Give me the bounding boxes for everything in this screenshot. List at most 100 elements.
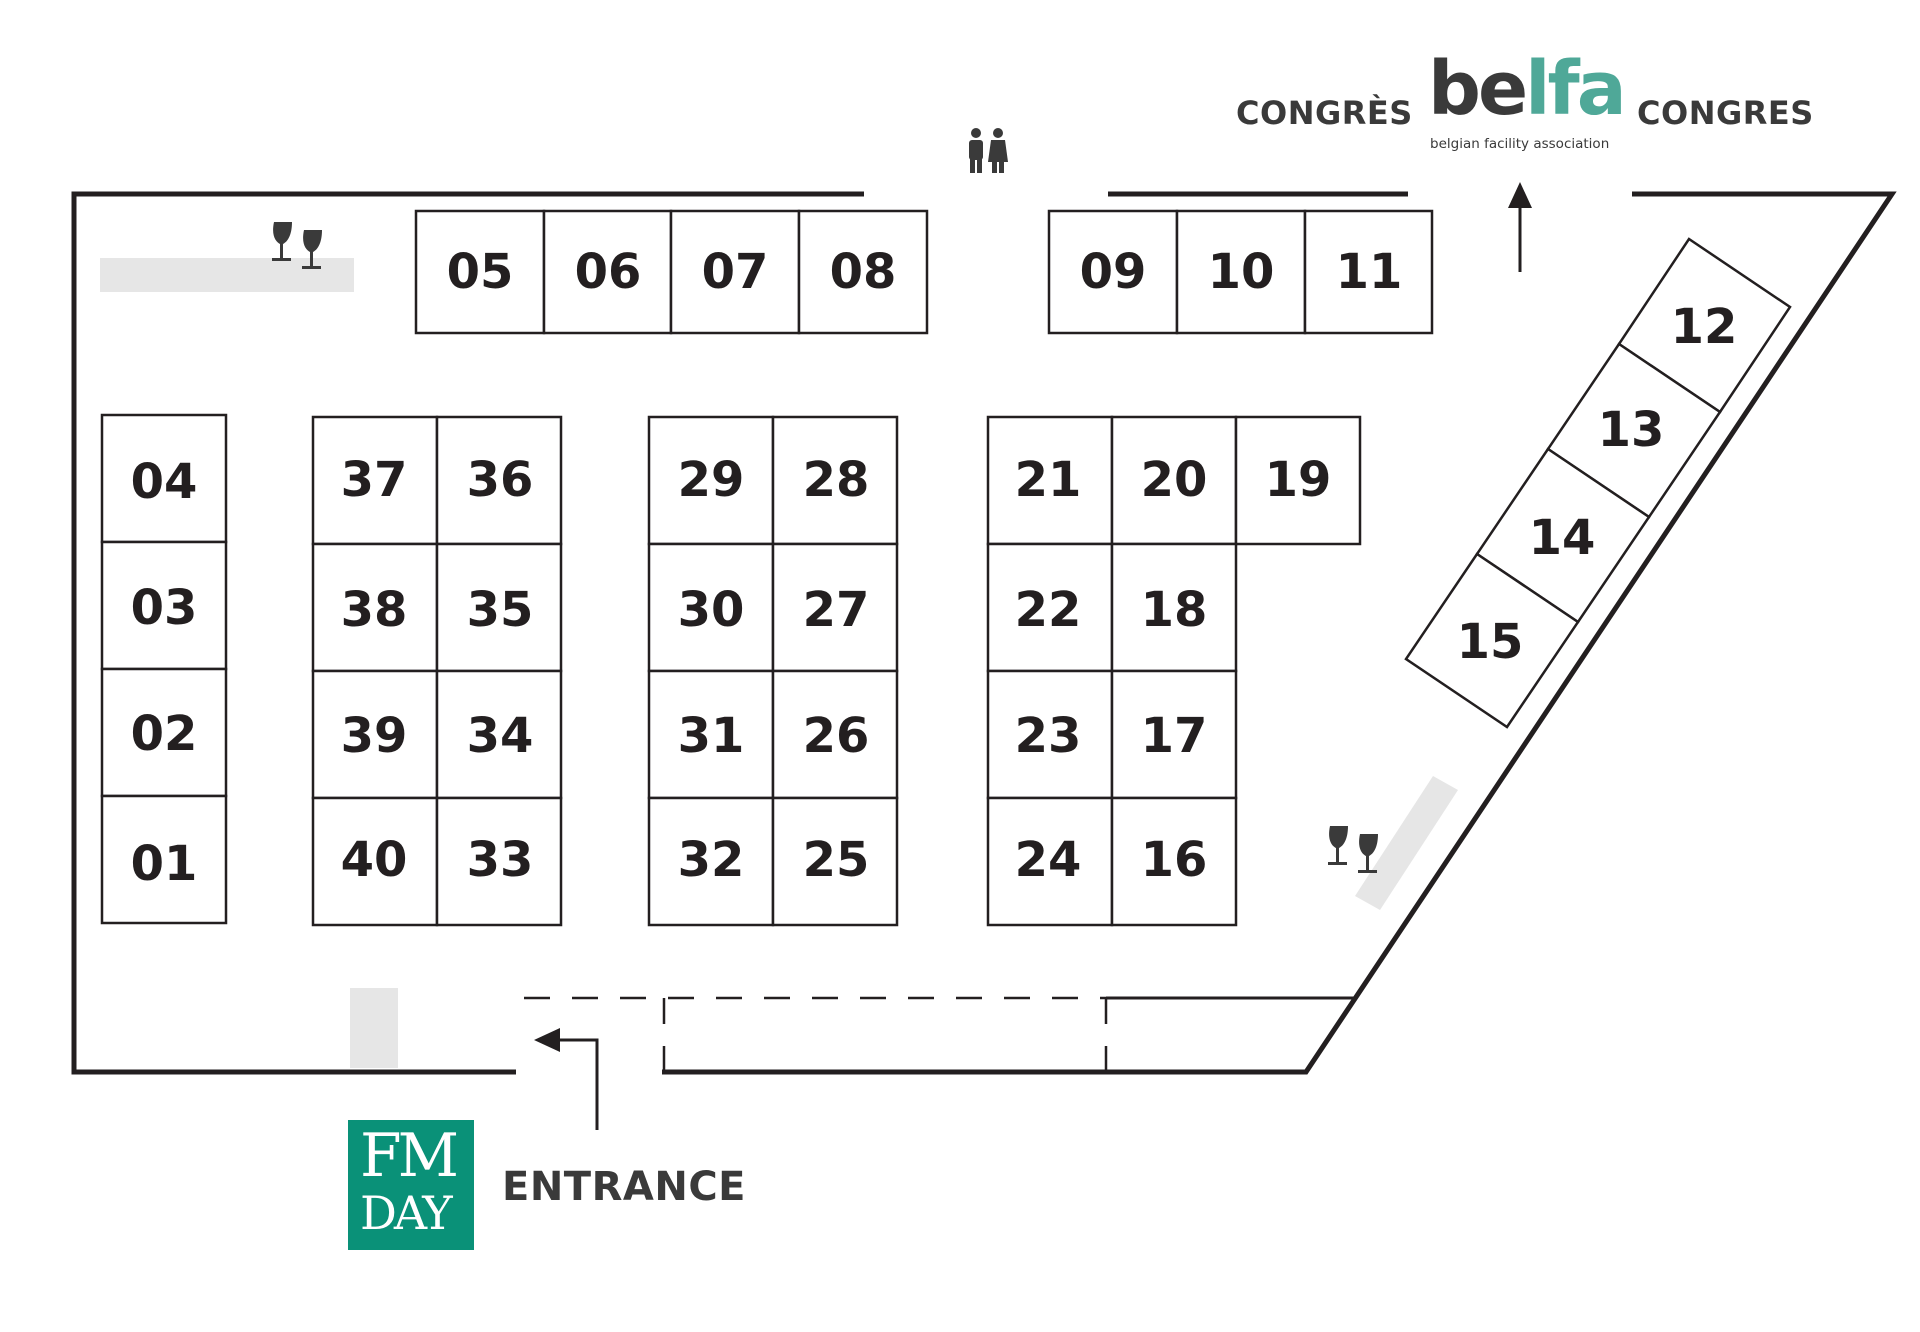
booth-number: 35 xyxy=(467,582,534,638)
fm-day-logo-line1: FM xyxy=(360,1121,459,1191)
booth-number: 19 xyxy=(1265,452,1332,508)
booth-10[interactable]: 10 xyxy=(1175,209,1307,335)
booth-35[interactable]: 35 xyxy=(435,542,563,673)
booth-number: 30 xyxy=(678,582,745,638)
entrance-arrow-icon xyxy=(534,1028,599,1130)
booth-number: 05 xyxy=(447,244,514,300)
wall-top-left xyxy=(71,191,864,1075)
booth-number: 27 xyxy=(803,582,870,638)
booth-number: 21 xyxy=(1015,452,1082,508)
booth-number: 04 xyxy=(131,454,198,510)
belfa-logo: belfa belgian facility association xyxy=(1428,52,1627,160)
booth-28[interactable]: 28 xyxy=(771,415,899,546)
booth-24[interactable]: 24 xyxy=(986,796,1114,927)
booth-number: 06 xyxy=(575,244,642,300)
booth-number: 08 xyxy=(830,244,897,300)
booth-01[interactable]: 01 xyxy=(100,794,228,925)
restroom-icon xyxy=(969,128,1008,173)
booth-23[interactable]: 23 xyxy=(986,669,1114,800)
booth-number: 25 xyxy=(803,832,870,888)
booth-27[interactable]: 27 xyxy=(771,542,899,673)
booth-02[interactable]: 02 xyxy=(100,667,228,798)
booth-03[interactable]: 03 xyxy=(100,540,228,671)
booth-08[interactable]: 08 xyxy=(797,209,929,335)
booth-34[interactable]: 34 xyxy=(435,669,563,800)
booth-number: 09 xyxy=(1080,244,1147,300)
congress-label-left: CONGRÈS xyxy=(1236,94,1413,132)
booth-number: 01 xyxy=(131,836,198,892)
booth-06[interactable]: 06 xyxy=(542,209,673,335)
booth-number: 23 xyxy=(1015,708,1082,764)
booth-39[interactable]: 39 xyxy=(311,669,439,800)
booth-15[interactable]: 15 xyxy=(1404,552,1580,729)
booth-number: 40 xyxy=(341,832,408,888)
booth-19[interactable]: 19 xyxy=(1234,415,1362,546)
booth-number: 22 xyxy=(1015,582,1082,638)
booth-13[interactable]: 13 xyxy=(1546,342,1722,519)
booth-number: 20 xyxy=(1141,452,1208,508)
wine-glasses-icon xyxy=(1328,826,1378,873)
booth-36[interactable]: 36 xyxy=(435,415,563,546)
booth-number: 02 xyxy=(131,706,198,762)
booth-number: 37 xyxy=(341,452,408,508)
booth-25[interactable]: 25 xyxy=(771,796,899,927)
booth-number: 34 xyxy=(467,708,534,764)
booth-20[interactable]: 20 xyxy=(1110,415,1238,546)
booth-number: 03 xyxy=(131,580,198,636)
belfa-wordmark-accent: lfa xyxy=(1525,46,1626,132)
arrow-up-icon xyxy=(1508,182,1532,272)
booth-22[interactable]: 22 xyxy=(986,542,1114,673)
booth-33[interactable]: 33 xyxy=(435,796,563,927)
booth-04[interactable]: 04 xyxy=(100,413,228,544)
booth-number: 14 xyxy=(1529,510,1596,566)
booth-number: 24 xyxy=(1015,832,1082,888)
wall-right xyxy=(662,191,1897,1075)
booth-number: 32 xyxy=(678,832,745,888)
booth-40[interactable]: 40 xyxy=(311,796,439,927)
booth-12[interactable]: 12 xyxy=(1617,237,1792,414)
booth-18[interactable]: 18 xyxy=(1110,542,1238,673)
booth-number: 15 xyxy=(1457,614,1524,670)
booth-29[interactable]: 29 xyxy=(647,415,775,546)
belfa-subtitle: belgian facility association xyxy=(1430,136,1610,152)
booth-11[interactable]: 11 xyxy=(1303,209,1434,335)
belfa-wordmark-dark: be xyxy=(1428,46,1528,132)
booth-number: 07 xyxy=(702,244,769,300)
booth-32[interactable]: 32 xyxy=(647,796,775,927)
booth-number: 31 xyxy=(678,708,745,764)
bar-counter-top-left xyxy=(100,258,354,292)
booth-number: 33 xyxy=(467,832,534,888)
booth-07[interactable]: 07 xyxy=(669,209,801,335)
booth-number: 13 xyxy=(1598,402,1665,458)
booth-16[interactable]: 16 xyxy=(1110,796,1238,927)
booth-05[interactable]: 05 xyxy=(414,209,546,335)
entrance-label: ENTRANCE xyxy=(502,1164,746,1210)
booth-number: 18 xyxy=(1141,582,1208,638)
booth-number: 16 xyxy=(1141,832,1208,888)
booth-number: 36 xyxy=(467,452,534,508)
congress-label-right: CONGRES xyxy=(1637,94,1814,132)
booth-number: 10 xyxy=(1208,244,1275,300)
fm-day-logo: FM DAY xyxy=(348,1120,474,1250)
booth-30[interactable]: 30 xyxy=(647,542,775,673)
fm-day-logo-line2: DAY xyxy=(360,1186,453,1240)
booth-number: 28 xyxy=(803,452,870,508)
booth-31[interactable]: 31 xyxy=(647,669,775,800)
belfa-wordmark: belfa xyxy=(1428,52,1627,126)
booth-number: 29 xyxy=(678,452,745,508)
bar-counter-right xyxy=(1355,776,1458,910)
booth-number: 11 xyxy=(1336,244,1403,300)
booth-number: 38 xyxy=(341,582,408,638)
booth-37[interactable]: 37 xyxy=(311,415,439,546)
booth-number: 39 xyxy=(341,708,408,764)
booth-26[interactable]: 26 xyxy=(771,669,899,800)
booth-09[interactable]: 09 xyxy=(1047,209,1179,335)
cloakroom-area xyxy=(350,988,398,1068)
booth-21[interactable]: 21 xyxy=(986,415,1114,546)
booth-number: 12 xyxy=(1671,299,1738,355)
booth-38[interactable]: 38 xyxy=(311,542,439,673)
booth-17[interactable]: 17 xyxy=(1110,669,1238,800)
booth-number: 17 xyxy=(1141,708,1208,764)
booth-number: 26 xyxy=(803,708,870,764)
